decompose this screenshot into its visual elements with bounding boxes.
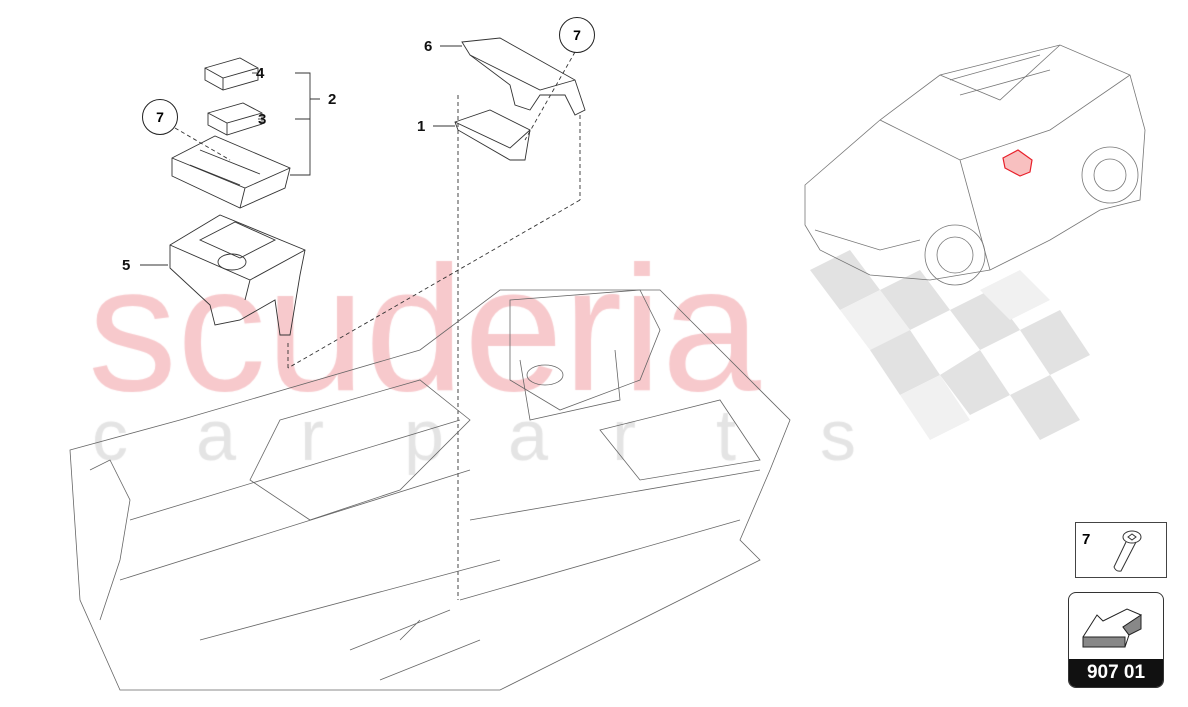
callout-2: 2 — [328, 91, 337, 108]
vehicle-location-thumbnail — [804, 44, 1146, 286]
screw-detail-box: 7 — [1075, 522, 1167, 578]
callout-6: 6 — [424, 38, 433, 55]
control-unit — [171, 135, 291, 209]
section-badge: 907 01 — [1068, 592, 1164, 688]
callout-1: 1 — [417, 118, 426, 135]
arrow-direction-icon — [1082, 608, 1143, 648]
dashed-reference-lines — [174, 51, 581, 600]
callout-7-circle: 7 — [142, 99, 178, 135]
part-5-bracket — [169, 214, 306, 336]
part-1-bracket — [454, 109, 531, 161]
callout-7-circle: 7 — [559, 17, 595, 53]
highlighted-part — [1002, 149, 1033, 177]
screw-label: 7 — [1082, 531, 1091, 548]
part-3-cover — [207, 102, 263, 136]
checkered-flag-watermark — [810, 250, 1090, 440]
leader-lines — [140, 45, 462, 266]
vehicle-floor-assembly — [69, 289, 791, 691]
section-code: 907 01 — [1069, 659, 1163, 687]
callout-4: 4 — [256, 65, 265, 82]
part-4-cover — [204, 57, 259, 91]
part-6-bracket — [461, 37, 586, 116]
torx-screw-icon — [1113, 530, 1142, 572]
callout-5: 5 — [122, 257, 131, 274]
callout-3: 3 — [258, 111, 267, 128]
